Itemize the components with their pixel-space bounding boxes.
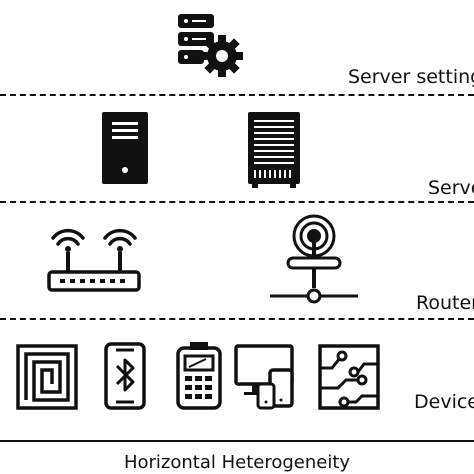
nfc-tag-icon: [16, 344, 78, 410]
layer-label-server: Server: [428, 177, 474, 199]
server-rack-icon: [248, 112, 300, 188]
layer-divider-2: [0, 201, 474, 203]
layer-divider-1: [0, 94, 474, 96]
pos-terminal-icon: [176, 340, 222, 410]
server-tower-icon: [102, 112, 148, 186]
multi-device-icon: [234, 344, 296, 410]
diagram-caption: Horizontal Heterogeneity: [123, 452, 351, 473]
layer-label-server-setting: Server setting: [348, 66, 474, 88]
circuit-board-icon: [318, 344, 380, 410]
layer-label-devices: Devices: [414, 391, 474, 413]
server-gear-icon: [176, 12, 244, 80]
bluetooth-phone-icon: [104, 342, 146, 410]
baseline-divider: [0, 440, 474, 442]
network-antenna-icon: [268, 212, 360, 304]
wifi-router-icon: [46, 222, 142, 294]
layer-divider-3: [0, 318, 474, 320]
layer-label-router: Router: [416, 292, 474, 314]
